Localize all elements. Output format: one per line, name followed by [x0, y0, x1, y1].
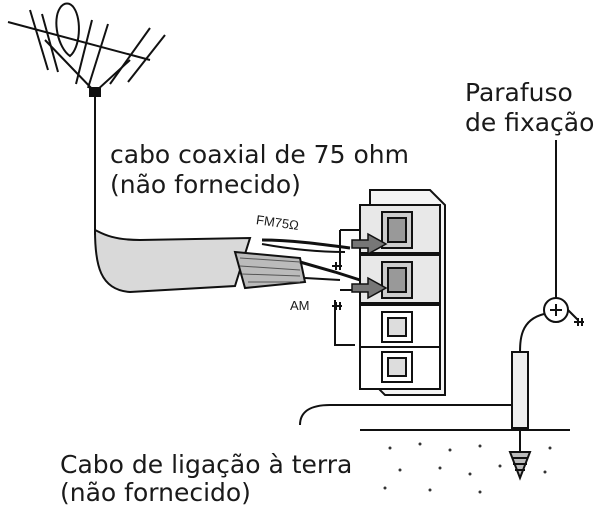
ground-cable-label-line2: (não fornecido)	[60, 478, 251, 507]
am-terminal-label: AM	[290, 298, 310, 313]
ground-symbol-icon	[332, 262, 584, 326]
screw-label-line1: Parafuso	[465, 78, 573, 107]
ground-surface	[360, 429, 570, 494]
screw-icon	[543, 140, 579, 323]
ground-wire	[299, 313, 545, 481]
coaxial-cable	[93, 228, 361, 294]
coax-label-line2: (não fornecido)	[110, 170, 301, 199]
insert-arrows	[351, 232, 388, 300]
screw-label-line2: de fixação	[465, 108, 595, 137]
terminal-block	[334, 189, 446, 396]
coax-label-line1: cabo coaxial de 75 ohm	[110, 140, 409, 169]
ground-cable-label-line1: Cabo de ligação à terra	[60, 450, 353, 479]
antenna-icon	[7, 2, 166, 235]
